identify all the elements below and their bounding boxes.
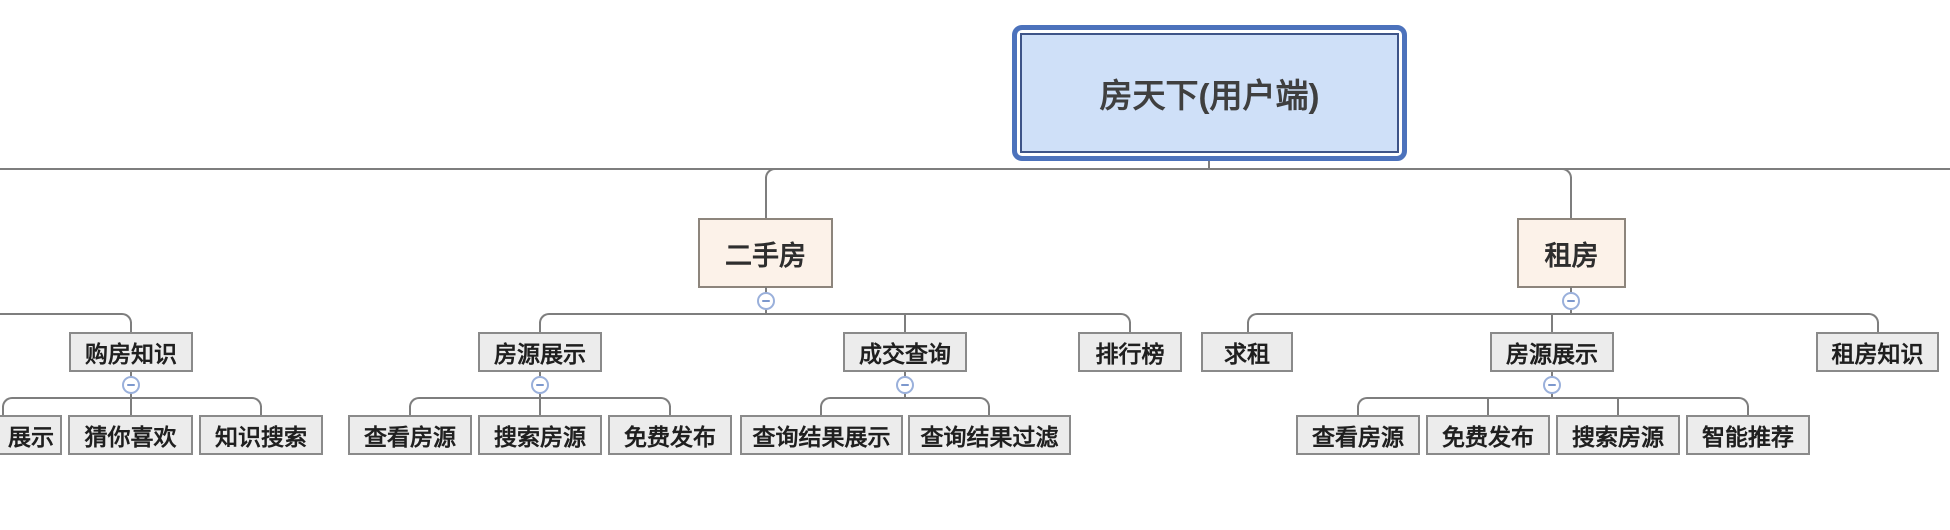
node-knowledge-search[interactable]: 知识搜索 [199,415,323,455]
connector-line [830,397,980,399]
collapse-minus-icon[interactable] [531,376,549,394]
minus-glyph [536,384,544,386]
connector-line [1487,398,1489,415]
node-seek-rent[interactable]: 求租 [1201,332,1293,372]
connector-line [12,397,252,399]
connector-corner [1357,397,1367,407]
connector-corner [1121,313,1131,323]
root-node[interactable]: 房天下(用户端) [1012,25,1407,161]
connector-line [988,406,990,415]
connector-corner [252,397,262,407]
collapse-minus-icon[interactable] [757,292,775,310]
connector-root-trunk [1208,161,1210,169]
collapse-minus-icon[interactable] [1543,376,1561,394]
connector-corner [1739,397,1749,407]
connector-corner [1869,313,1879,323]
node-view-listings-secondhand[interactable]: 查看房源 [348,415,472,455]
node-listing-display-rent[interactable]: 房源展示 [1490,332,1614,372]
connector-line [1617,398,1619,415]
connector-corner [1247,313,1257,323]
node-rent-knowledge[interactable]: 租房知识 [1816,332,1939,372]
minus-glyph [1567,300,1575,302]
connector-line [0,313,122,315]
connector-line [539,398,541,415]
node-view-listings-rent[interactable]: 查看房源 [1296,415,1420,455]
node-ranking[interactable]: 排行榜 [1078,332,1182,372]
minus-glyph [1548,384,1556,386]
connector-corner [820,397,830,407]
connector-line [539,322,541,332]
minus-glyph [762,300,770,302]
connector-line [130,322,132,332]
minus-glyph [127,384,135,386]
node-search-listings-secondhand[interactable]: 搜索房源 [478,415,602,455]
node-purchase-knowledge[interactable]: 购房知识 [69,332,193,372]
connector-line [1129,322,1131,332]
connector-corner [122,313,132,323]
connector-corner [980,397,990,407]
connector-line [1877,322,1879,332]
connector-corner [2,397,12,407]
node-free-publish-rent[interactable]: 免费发布 [1426,415,1550,455]
connector-line [549,313,1121,315]
connector-line [260,406,262,415]
connector-corner [765,168,775,178]
connector-corner [1562,168,1572,178]
branch-second-hand-node[interactable]: 二手房 [698,218,833,288]
branch-rent-node[interactable]: 租房 [1517,218,1626,288]
root-node-label: 房天下(用户端) [1020,33,1399,153]
connector-corner [661,397,671,407]
connector-line [669,406,671,415]
connector-line [1747,406,1749,415]
node-smart-recommend[interactable]: 智能推荐 [1686,415,1810,455]
connector-line [765,177,767,218]
connector-corner [539,313,549,323]
node-listing-display-secondhand[interactable]: 房源展示 [478,332,602,372]
connector-line [1247,322,1249,332]
node-guess-you-like[interactable]: 猜你喜欢 [68,415,193,455]
connector-corner [409,397,419,407]
node-free-publish-secondhand[interactable]: 免费发布 [608,415,732,455]
connector-line [1357,406,1359,415]
connector-line [1257,313,1869,315]
minus-glyph [901,384,909,386]
connector-line [1570,177,1572,218]
collapse-minus-icon[interactable] [896,376,914,394]
node-search-listings-rent[interactable]: 搜索房源 [1556,415,1680,455]
node-query-result-filter[interactable]: 查询结果过滤 [908,415,1071,455]
collapse-minus-icon[interactable] [122,376,140,394]
connector-root-bus [0,168,1950,170]
connector-line [409,406,411,415]
node-display-cutoff[interactable]: 展示 [0,415,62,455]
connector-line [130,398,132,415]
node-deal-query[interactable]: 成交查询 [843,332,967,372]
connector-line [904,314,906,332]
collapse-minus-icon[interactable] [1562,292,1580,310]
node-query-result-display[interactable]: 查询结果展示 [740,415,903,455]
connector-line [2,406,4,415]
connector-line [1367,397,1739,399]
connector-line [1551,314,1553,332]
connector-line [820,406,822,415]
